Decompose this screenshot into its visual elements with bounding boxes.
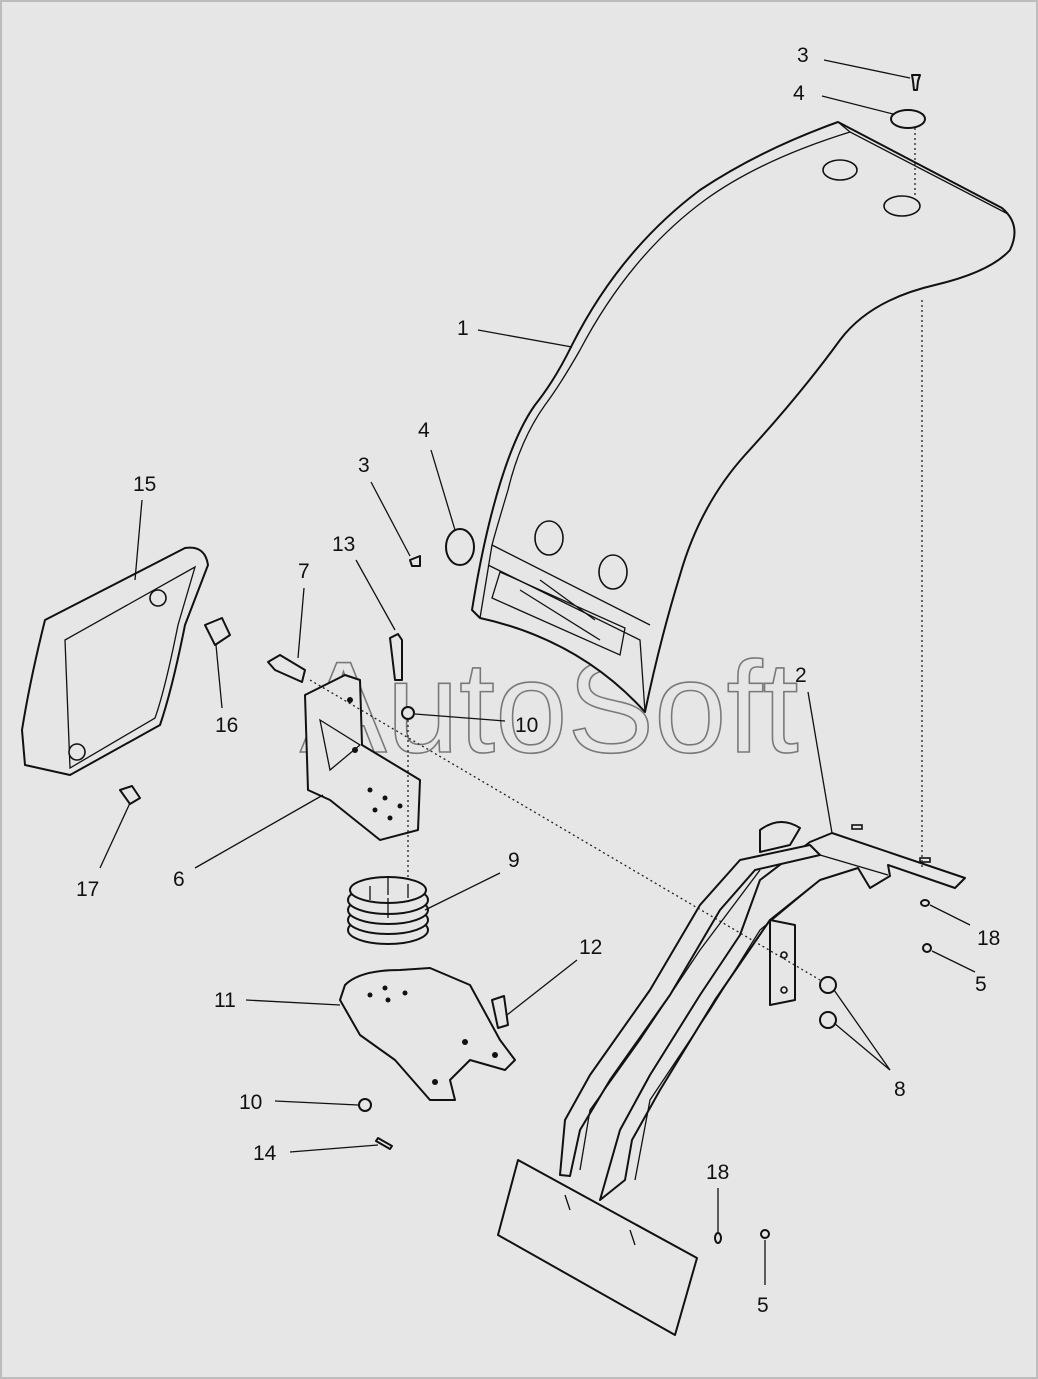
part-2-fender-bracket — [497, 821, 966, 1336]
callout-15: 15 — [133, 473, 156, 496]
alignment-lines — [309, 128, 923, 981]
part-16-bushing — [204, 617, 231, 646]
callout-4-top: 4 — [793, 82, 805, 105]
part-15-side-panel — [21, 546, 209, 776]
callout-18-bot: 18 — [706, 1161, 729, 1184]
callout-1: 1 — [457, 317, 469, 340]
callout-17: 17 — [76, 878, 99, 901]
part-1-fender — [471, 121, 1016, 713]
part-7-bolt — [267, 654, 306, 683]
callout-5-bot: 5 — [757, 1294, 769, 1317]
watermark: AutoSoft — [300, 634, 799, 780]
part-10-nut-top — [401, 706, 415, 720]
callout-12: 12 — [579, 936, 602, 959]
callout-3-mid: 3 — [358, 454, 370, 477]
callout-10-bot: 10 — [239, 1091, 262, 1114]
callout-16: 16 — [215, 714, 238, 737]
callout-14: 14 — [253, 1142, 277, 1165]
part-18-washer-top — [920, 899, 930, 907]
part-8-nut-b — [819, 1011, 837, 1029]
part-5-nut-bot — [760, 1229, 770, 1239]
part-17-bolt — [119, 785, 141, 805]
callout-labels: 3 4 1 4 3 15 13 7 16 10 2 6 9 17 18 5 12… — [76, 44, 1000, 1317]
callout-5-top: 5 — [975, 973, 987, 996]
hardware — [119, 74, 932, 1244]
part-3-screw-top — [911, 74, 921, 91]
callout-8: 8 — [894, 1078, 906, 1101]
part-4-cap-mid — [445, 528, 475, 566]
callout-4-mid: 4 — [418, 419, 430, 442]
part-3-screw-mid — [409, 555, 421, 567]
part-11-lower-bracket — [339, 967, 516, 1101]
part-9-isolator — [347, 876, 429, 945]
callout-18-top: 18 — [977, 927, 1000, 950]
leader-lines — [99, 59, 976, 1285]
callout-3-top: 3 — [797, 44, 809, 67]
part-6-step-bracket — [304, 674, 421, 841]
part-18-washer-bot — [714, 1232, 722, 1244]
callout-10-top: 10 — [515, 714, 538, 737]
part-12-bolt — [491, 995, 509, 1029]
callout-7: 7 — [298, 560, 310, 583]
callout-6: 6 — [173, 868, 185, 891]
part-4-cap-top — [890, 109, 926, 129]
callout-2: 2 — [795, 664, 807, 687]
callout-13: 13 — [332, 533, 355, 556]
part-14-pin — [375, 1137, 393, 1150]
part-8-nut-a — [819, 976, 837, 994]
part-13-pin — [389, 633, 403, 681]
part-10-nut-bot — [358, 1098, 372, 1112]
callout-9: 9 — [508, 849, 520, 872]
part-5-nut-top — [922, 943, 932, 953]
callout-11: 11 — [214, 989, 236, 1012]
